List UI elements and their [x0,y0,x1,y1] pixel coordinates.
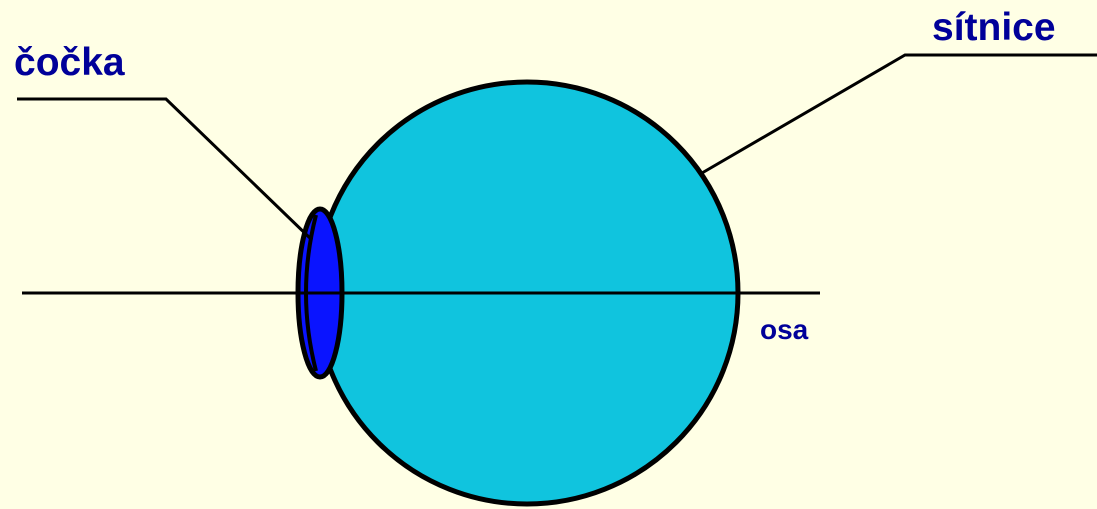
lens-label: čočka [14,43,125,82]
retina-label: sítnice [932,8,1056,47]
axis-label: osa [760,316,808,344]
